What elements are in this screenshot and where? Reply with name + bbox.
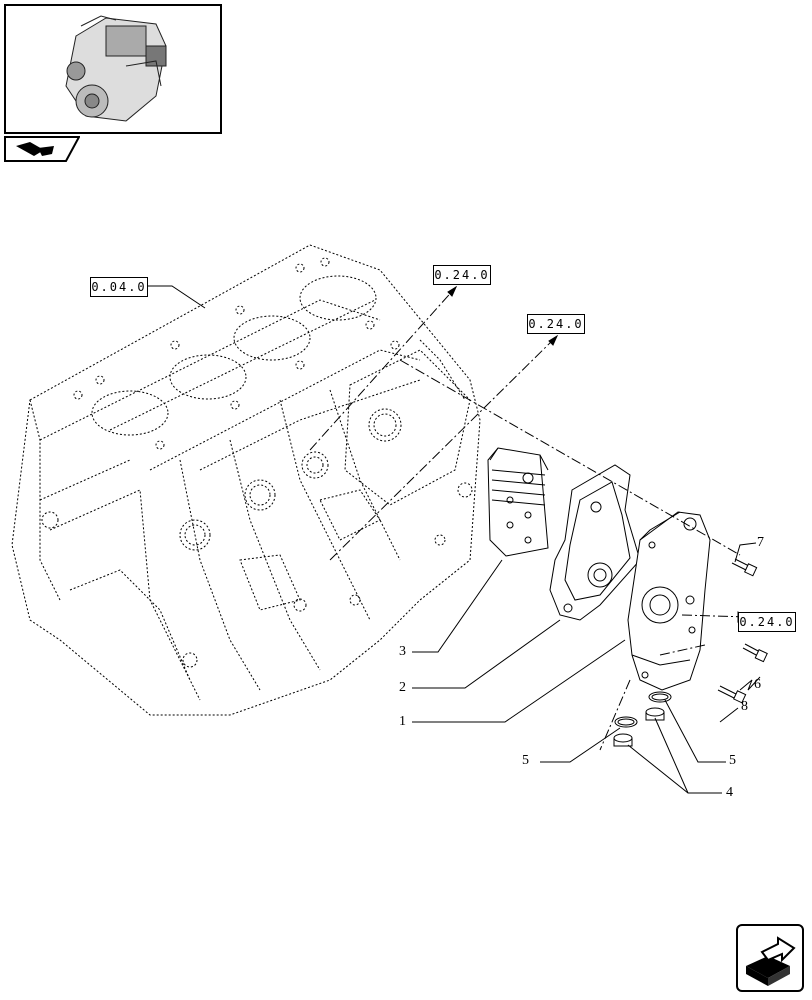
part-number-4: 4 (726, 785, 733, 800)
ref-box-right[interactable]: 0.24.0 (738, 612, 796, 632)
ref-box-upper-a[interactable]: 0.24.0 (433, 265, 491, 285)
cooler-housing (627, 511, 711, 691)
seals-and-plugs (613, 691, 672, 747)
part-number-5-left: 5 (522, 753, 529, 768)
engine-thumbnail-icon (4, 4, 222, 134)
section-tab-icon[interactable] (4, 136, 80, 162)
engine-block-outline (11, 244, 481, 716)
part-number-3: 3 (399, 644, 406, 659)
leader-lines (412, 542, 761, 794)
part-number-1: 1 (399, 714, 406, 729)
part-number-8: 8 (741, 699, 748, 714)
part-number-7: 7 (757, 535, 764, 550)
ref-box-engine-block[interactable]: 0.04.0 (90, 277, 148, 297)
oil-cooler (487, 447, 549, 557)
part-number-5-right: 5 (729, 753, 736, 768)
next-page-icon[interactable] (736, 924, 804, 992)
ref-box-upper-b[interactable]: 0.24.0 (527, 314, 585, 334)
part-number-6: 6 (754, 677, 761, 692)
gasket (549, 464, 641, 621)
bolts (717, 558, 768, 704)
part-number-2: 2 (399, 680, 406, 695)
